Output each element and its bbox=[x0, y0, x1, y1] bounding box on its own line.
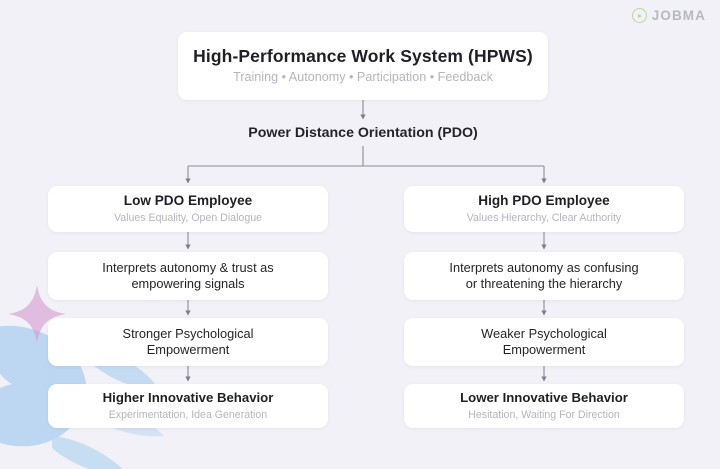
brand-wordmark: JOBMA bbox=[651, 8, 706, 23]
node-pdo-title: Power Distance Orientation (PDO) bbox=[248, 125, 478, 141]
node-high-pdo-employee: High PDO Employee Values Hierarchy, Clea… bbox=[404, 186, 684, 232]
node-low-interpretation-line1: Interprets autonomy & trust as bbox=[102, 260, 274, 276]
node-lower-innovative-behavior-title: Lower Innovative Behavior bbox=[460, 389, 628, 405]
node-hpws-subtitle: Training • Autonomy • Participation • Fe… bbox=[233, 70, 493, 85]
node-higher-innovative-behavior: Higher Innovative Behavior Experimentati… bbox=[48, 384, 328, 428]
node-hpws-title: High-Performance Work System (HPWS) bbox=[193, 45, 533, 66]
node-stronger-empowerment-line2: Empowerment bbox=[146, 342, 230, 357]
node-weaker-empowerment-line1: Weaker Psychological bbox=[481, 326, 607, 342]
node-weaker-empowerment-line2: Empowerment bbox=[502, 342, 586, 357]
node-high-pdo-employee-title: High PDO Employee bbox=[478, 192, 610, 208]
node-low-pdo-employee-subtitle: Values Equality, Open Dialogue bbox=[113, 212, 262, 225]
node-high-pdo-employee-subtitle: Values Hierarchy, Clear Authority bbox=[466, 212, 622, 225]
node-higher-innovative-behavior-title: Higher Innovative Behavior bbox=[102, 389, 274, 405]
node-weaker-empowerment: Weaker Psychological Empowerment bbox=[404, 318, 684, 366]
node-stronger-empowerment: Stronger Psychological Empowerment bbox=[48, 318, 328, 366]
node-low-interpretation: Interprets autonomy & trust as empowerin… bbox=[48, 252, 328, 300]
node-high-interpretation: Interprets autonomy as confusing or thre… bbox=[404, 252, 684, 300]
node-hpws: High-Performance Work System (HPWS) Trai… bbox=[178, 32, 548, 100]
node-low-interpretation-line2: empowering signals bbox=[131, 276, 245, 291]
node-lower-innovative-behavior-subtitle: Hesitation, Waiting For Direction bbox=[468, 408, 620, 421]
play-circle-icon bbox=[631, 8, 647, 23]
jobma-logo: JOBMA bbox=[631, 8, 706, 23]
node-low-pdo-employee: Low PDO Employee Values Equality, Open D… bbox=[48, 186, 328, 232]
node-stronger-empowerment-line1: Stronger Psychological bbox=[122, 326, 254, 342]
node-high-interpretation-line2: or threatening the hierarchy bbox=[465, 276, 623, 291]
node-low-pdo-employee-title: Low PDO Employee bbox=[123, 192, 253, 208]
node-lower-innovative-behavior: Lower Innovative Behavior Hesitation, Wa… bbox=[404, 384, 684, 428]
node-higher-innovative-behavior-subtitle: Experimentation, Idea Generation bbox=[108, 408, 268, 421]
node-high-interpretation-line1: Interprets autonomy as confusing bbox=[449, 260, 639, 276]
node-pdo: Power Distance Orientation (PDO) bbox=[200, 120, 526, 146]
